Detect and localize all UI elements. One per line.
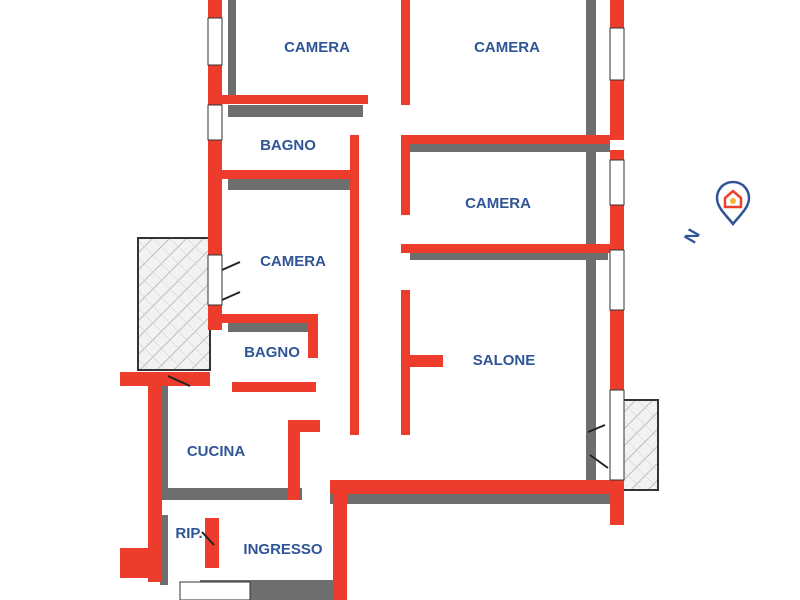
doors [167,261,609,546]
windows [179,17,625,600]
wall-shadows [160,0,610,600]
room-label-camera-left-middle: CAMERA [260,253,326,270]
room-label-ingresso: INGRESSO [243,541,323,558]
room-label-camera-right-middle: CAMERA [465,195,531,212]
room-label-bagno-lower: BAGNO [244,344,300,361]
room-label-salone: SALONE [473,352,536,369]
room-label-ripostiglio: RIP. [175,525,202,542]
room-label-bagno-upper: BAGNO [260,137,316,154]
walls [120,0,624,600]
room-label-cucina: CUCINA [187,443,245,460]
north-arrow-icon [715,180,751,227]
room-label-camera-top-left: CAMERA [284,39,350,56]
balcony-left [137,237,211,371]
compass: N [680,180,751,247]
north-label: N [680,225,704,246]
room-label-camera-top-right: CAMERA [474,39,540,56]
